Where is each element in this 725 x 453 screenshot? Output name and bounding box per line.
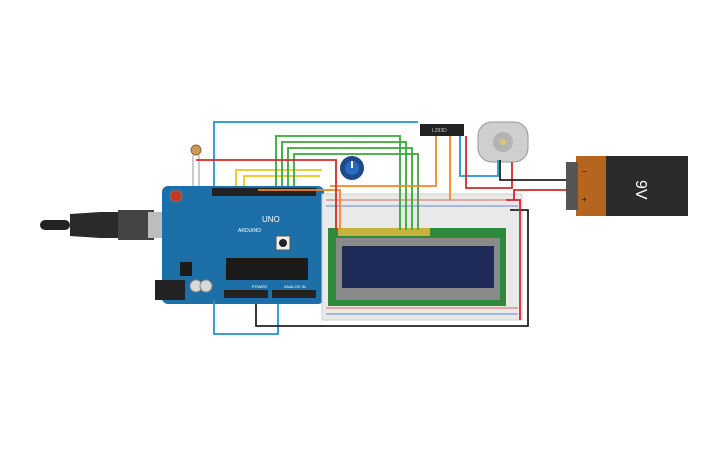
analog-label: ANALOG IN bbox=[284, 284, 306, 289]
battery-plus: + bbox=[582, 195, 587, 204]
potentiometer[interactable] bbox=[340, 156, 364, 180]
arduino-model: UNO bbox=[262, 215, 280, 224]
arduino-brand: ARDUINO bbox=[238, 228, 261, 234]
driver-chip[interactable]: L293D bbox=[420, 124, 464, 136]
photoresistor[interactable] bbox=[190, 144, 202, 186]
arduino-uno[interactable]: ARDUINO UNO POWER ANALOG IN bbox=[155, 186, 324, 304]
reset-button[interactable] bbox=[169, 189, 183, 203]
battery-9v[interactable]: 9V − + bbox=[566, 156, 688, 216]
wires bbox=[196, 121, 566, 335]
power-label: POWER bbox=[252, 284, 267, 289]
battery-minus: − bbox=[582, 167, 587, 176]
driver-chip-label: L293D bbox=[432, 128, 447, 134]
battery-label: 9V bbox=[632, 180, 649, 200]
lcd-16x2[interactable] bbox=[328, 228, 506, 306]
dc-motor[interactable] bbox=[477, 121, 529, 163]
